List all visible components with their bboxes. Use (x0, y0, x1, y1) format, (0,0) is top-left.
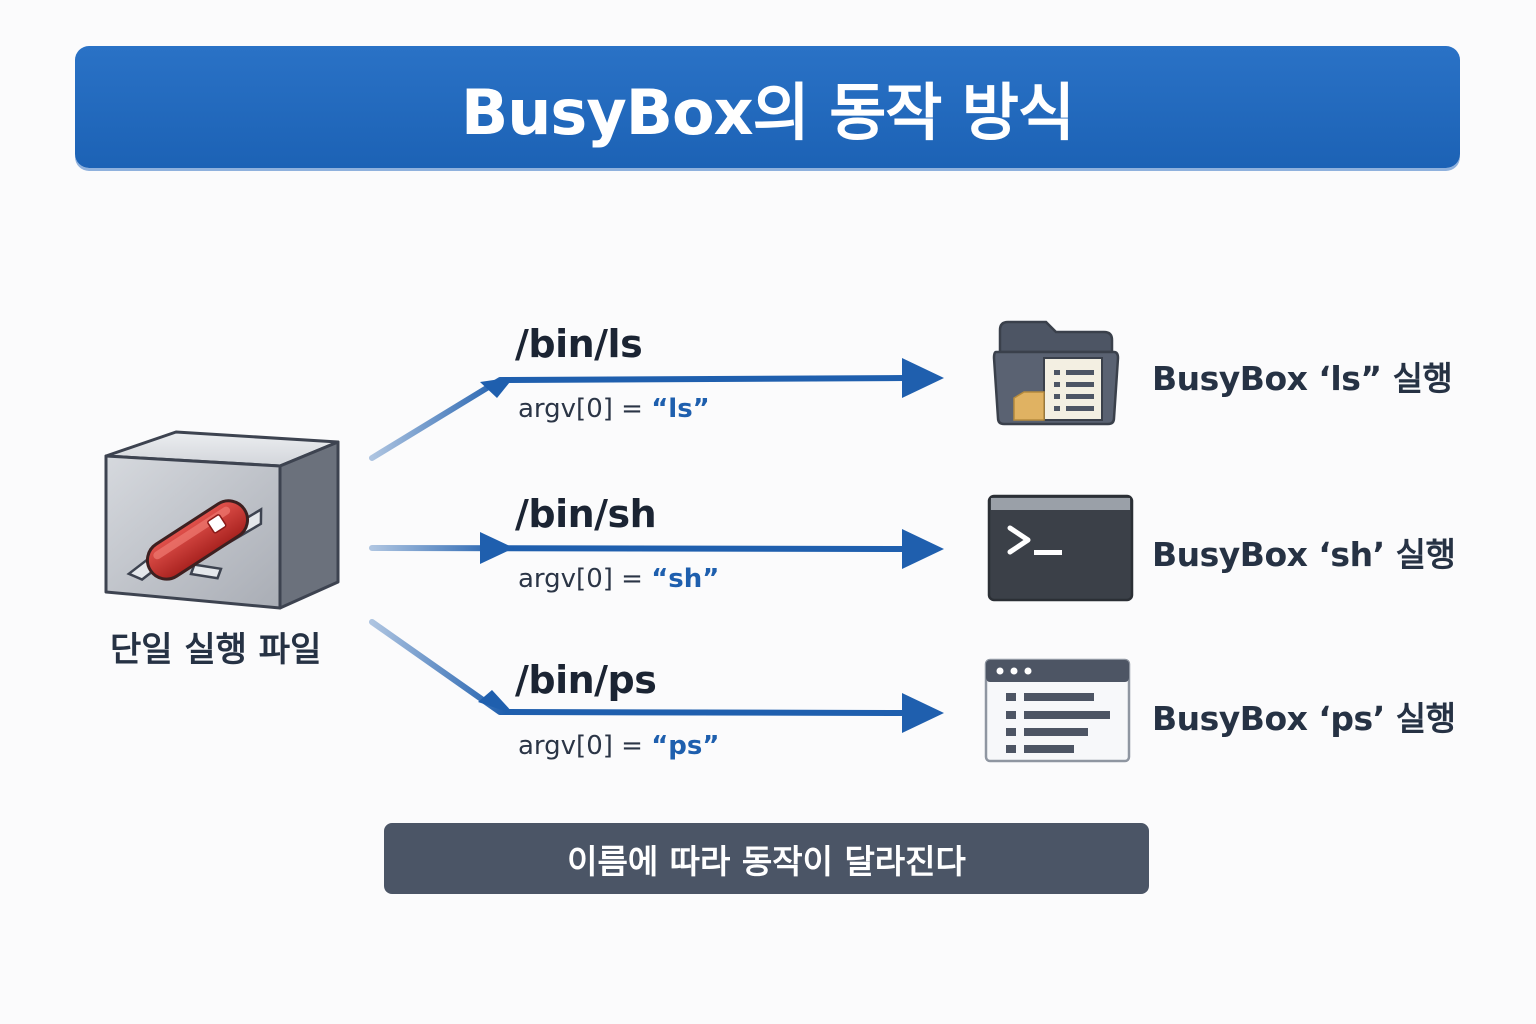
argv-sh: argv[0] = “sh” (518, 564, 719, 594)
argv-value: “ls” (651, 394, 710, 424)
page-title: BusyBox의 동작 방식 (461, 76, 1075, 149)
source-label: 단일 실행 파일 (110, 630, 322, 670)
folder-document-icon (992, 320, 1120, 426)
result-ls: BusyBox ‘ls” 실행 (1152, 359, 1453, 398)
summary-bar: 이름에 따라 동작이 달라진다 (384, 823, 1149, 894)
argv-ps: argv[0] = “ps” (518, 731, 719, 761)
argv-ls: argv[0] = “ls” (518, 394, 710, 424)
path-bin-ls: /bin/ls (515, 322, 643, 366)
result-sh: BusyBox ‘sh’ 실행 (1152, 535, 1456, 574)
terminal-prompt-icon (987, 494, 1134, 602)
arrow-ls (369, 358, 944, 461)
argv-value: “ps” (651, 731, 720, 761)
path-bin-sh: /bin/sh (515, 492, 657, 536)
argv-prefix: argv[0] = (518, 731, 652, 761)
argv-prefix: argv[0] = (518, 564, 652, 594)
argv-prefix: argv[0] = (518, 394, 652, 424)
arrow-sh (369, 529, 944, 569)
argv-value: “sh” (651, 564, 720, 594)
result-ps: BusyBox ‘ps’ 실행 (1152, 699, 1456, 738)
path-bin-ps: /bin/ps (515, 658, 657, 702)
summary-text: 이름에 따라 동작이 달라진다 (567, 841, 966, 881)
title-banner: BusyBox의 동작 방식 (75, 46, 1460, 168)
arrow-ps (369, 619, 944, 733)
swiss-army-knife-box-icon (104, 430, 340, 610)
process-list-window-icon (984, 658, 1131, 763)
